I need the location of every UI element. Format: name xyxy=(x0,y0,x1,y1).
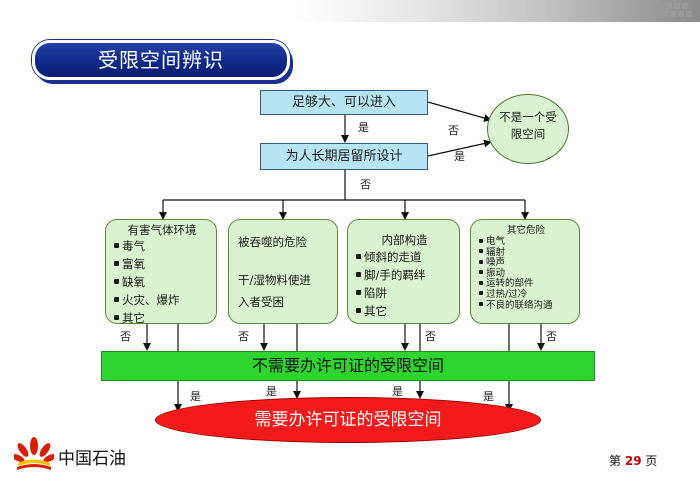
question-box-large-enough: 足够大、可以进入 xyxy=(260,90,428,115)
petrochina-logo-icon xyxy=(11,436,57,472)
list-item: 不良的联络沟通 xyxy=(479,300,553,312)
list-item: 其它 xyxy=(356,302,425,320)
label-yes-q2: 是 xyxy=(454,150,465,163)
question-occupancy-text: 为人长期居留所设计 xyxy=(285,149,403,164)
list-item: 陷阱 xyxy=(356,284,425,302)
category-item-list: 倾斜的走道 脚/手的羁绊 陷阱 其它 xyxy=(356,248,425,320)
category-item-list: 毒气 富氧 缺氧 火灾、爆炸 其它 xyxy=(114,237,180,327)
question-box-designed-for-occupancy: 为人长期居留所设计 xyxy=(260,143,428,170)
label-no-q1: 否 xyxy=(448,124,459,137)
not-confined-space-text: 不是一个受限空间 xyxy=(499,110,557,141)
category-box-internal-structure: 内部构造 倾斜的走道 脚/手的羁绊 陷阱 其它 xyxy=(347,219,460,324)
category-box-other-hazards: 其它危险 电气 辐射 噪声 振动 运转的部件 过热/过冷 不良的联络沟通 xyxy=(470,219,580,324)
list-item: 噪声 xyxy=(479,257,553,269)
list-item: 电气 xyxy=(479,236,553,248)
page-title: 受限空间辨识 xyxy=(98,48,224,72)
label-no-cat3: 否 xyxy=(425,330,436,343)
label-yes-q1: 是 xyxy=(358,121,369,134)
permit-required-ellipse: 需要办许可证的受限空间 xyxy=(155,397,541,443)
category-title: 其它危险 xyxy=(506,225,545,236)
label-no-q2: 否 xyxy=(360,178,371,191)
header-gradient-bar xyxy=(0,0,700,22)
no-permit-required-bar: 不需要办许可证的受限空间 xyxy=(101,351,595,381)
category-item-list: 电气 辐射 噪声 振动 运转的部件 过热/过冷 不良的联络沟通 xyxy=(479,236,553,312)
list-item: 其它 xyxy=(114,309,180,327)
category-box-harmful-gas: 有害气体环境 毒气 富氧 缺氧 火灾、爆炸 其它 xyxy=(105,219,217,327)
not-confined-space-circle: 不是一个受限空间 xyxy=(487,94,569,164)
label-no-cat1: 否 xyxy=(120,330,131,343)
label-yes-cat3: 是 xyxy=(392,385,403,398)
list-item: 辐射 xyxy=(479,247,553,259)
label-yes-cat1: 是 xyxy=(190,390,201,403)
list-item: 缺氧 xyxy=(114,273,180,291)
list-item: 毒气 xyxy=(114,237,180,255)
category-description-line: 干/湿物料使进 xyxy=(238,273,311,287)
brand-name: 中国石油 xyxy=(58,449,126,469)
page-number: 第 29 页 xyxy=(609,454,658,468)
label-no-cat2: 否 xyxy=(238,330,249,343)
list-item: 富氧 xyxy=(114,255,180,273)
category-description-line: 入者受困 xyxy=(238,295,284,309)
category-title: 被吞噬的危险 xyxy=(238,235,307,249)
list-item: 脚/手的羁绊 xyxy=(356,266,425,284)
list-item: 运转的部件 xyxy=(479,279,553,290)
header-squares-decoration xyxy=(656,0,696,22)
question-large-enough-text: 足够大、可以进入 xyxy=(291,95,396,110)
category-box-engulfment: 被吞噬的危险 干/湿物料使进 入者受困 xyxy=(228,219,338,324)
list-item: 振动 xyxy=(479,268,553,280)
list-item: 过热/过冷 xyxy=(479,289,553,301)
title-pill xyxy=(32,40,290,80)
label-no-cat4: 否 xyxy=(546,330,557,343)
list-item: 火灾、爆炸 xyxy=(114,291,180,309)
label-yes-cat2: 是 xyxy=(266,385,277,398)
category-title: 内部构造 xyxy=(381,233,428,247)
label-yes-cat4: 是 xyxy=(483,390,494,403)
category-title: 有害气体环境 xyxy=(127,223,197,237)
list-item: 倾斜的走道 xyxy=(356,248,425,266)
